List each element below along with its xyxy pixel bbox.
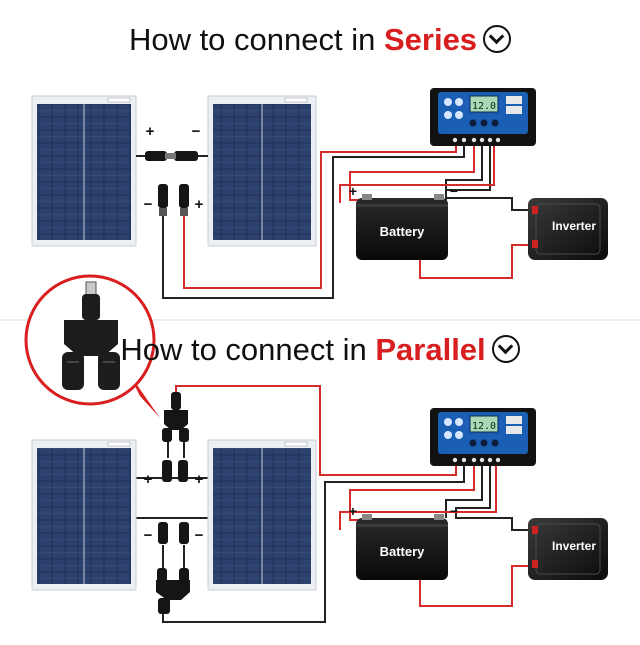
parallel-wire-positive-main — [175, 385, 457, 476]
series-wire-positive-main — [183, 143, 457, 289]
parallel-wire-ctrl-extra — [339, 463, 497, 530]
series-minus-bottom: − — [144, 196, 153, 213]
title-series-prefix: How to connect in — [128, 22, 384, 57]
parallel-mc4-bottom-pair — [158, 522, 189, 544]
series-mc4-vertical-right — [179, 184, 189, 216]
parallel-wire-batt-neg — [445, 463, 483, 518]
series-solar-panel-right — [207, 95, 317, 247]
parallel-branch-connector-bottom — [156, 568, 190, 614]
series-minus-top: − — [192, 123, 201, 140]
series-solar-panel-left — [31, 95, 137, 247]
parallel-branch-connector-top — [162, 392, 189, 442]
series-mc4-vertical-left — [158, 184, 168, 216]
parallel-wire-batt-pos — [349, 463, 475, 521]
parallel-controller-display: 12.0 — [472, 421, 496, 432]
chevron-down-circle-icon — [483, 24, 512, 53]
series-wire-batt-pos — [349, 143, 475, 201]
series-wires — [162, 143, 530, 299]
series-plus-bottom: + — [195, 196, 204, 213]
parallel-wire-inv-pos — [419, 565, 530, 607]
parallel-charge-controller: 12.0 — [430, 408, 536, 466]
parallel-plus-top: + — [144, 471, 153, 488]
series-inverter-label: Inverter — [552, 219, 596, 233]
parallel-minus-bottom-right: − — [195, 527, 204, 544]
series-controller-display: 12.0 — [472, 101, 496, 112]
title-series: How to connect in Series — [0, 22, 640, 58]
series-inverter: Inverter — [528, 198, 608, 260]
parallel-inverter: Inverter — [528, 518, 608, 580]
branch-connector-icon — [62, 281, 120, 390]
parallel-minus-bottom: − — [144, 527, 153, 544]
parallel-wires — [136, 385, 530, 623]
parallel-solar-panel-right — [207, 439, 317, 591]
chevron-down-circle-icon — [491, 334, 520, 363]
parallel-battery-minus: − — [450, 503, 458, 519]
series-battery-label: Battery — [380, 224, 426, 239]
parallel-battery-label: Battery — [380, 544, 426, 559]
series-wire-negative-main — [162, 143, 465, 299]
title-parallel-prefix: How to connect in — [120, 332, 376, 367]
parallel-diagram: + + − − 12.0 Battery + − — [31, 385, 608, 623]
series-wire-inv-neg — [445, 143, 530, 211]
series-battery-minus: − — [450, 183, 458, 199]
series-plus-top: + — [146, 123, 155, 140]
series-diagram: + − − + 12.0 Battery + − — [31, 88, 608, 299]
title-parallel-accent: Parallel — [375, 332, 486, 367]
title-series-accent: Series — [383, 22, 478, 57]
connector-callout — [24, 274, 160, 418]
series-wire-ctrl-neg2 — [339, 143, 495, 203]
series-battery: Battery — [356, 194, 448, 260]
parallel-wire-inv-neg — [455, 463, 530, 531]
parallel-inverter-label: Inverter — [552, 539, 596, 553]
series-battery-plus: + — [349, 183, 357, 199]
parallel-wire-negative-main — [162, 463, 465, 623]
series-wire-inv-pos — [419, 244, 530, 279]
parallel-battery: Battery — [356, 514, 448, 580]
series-mc4-horizontal — [136, 151, 208, 161]
parallel-mc4-top-pair — [162, 460, 188, 482]
title-parallel: How to connect in Parallel — [0, 332, 640, 368]
series-charge-controller: 12.0 — [430, 88, 536, 146]
parallel-plus-top-right: + — [195, 471, 204, 488]
parallel-solar-panel-left — [31, 439, 137, 591]
parallel-battery-plus: + — [349, 503, 357, 519]
